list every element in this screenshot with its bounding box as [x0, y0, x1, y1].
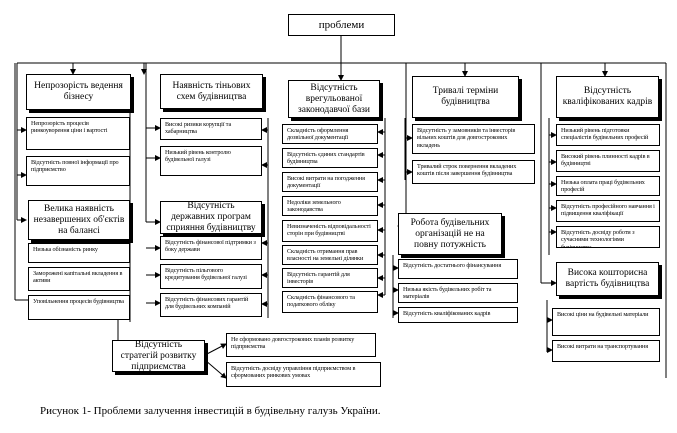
g6-item-1: Відсутність у замовників та інвесторів в…	[412, 124, 535, 154]
g8-item-1: Низький рівень підготовки спеціалістів б…	[556, 124, 660, 146]
g5-item-5: Невизначеність відповідальності сторін п…	[282, 220, 378, 242]
g1-header: Непрозорість ведення бізнесу	[26, 74, 131, 110]
g1-item-2: Відсутність повної інформації про підпри…	[26, 156, 130, 186]
g4-item-2: Відсутність пільгового кредитування буді…	[160, 264, 262, 289]
g5-item-6: Складність отримання прав власності на з…	[282, 245, 378, 265]
g3-item-2: Низький рівень контролю будівельної галу…	[160, 146, 262, 176]
g5-item-2: Відсутність єдиних стандартів будівництв…	[282, 148, 378, 168]
g6-header: Тривалі терміни будівництва	[412, 76, 519, 118]
g4-item-3: Відсутність фінансових гарантій для буді…	[160, 293, 262, 317]
g6-item-2: Тривалий строк повернення вкладених кошт…	[412, 160, 535, 184]
g8-item-2: Високий рівень плинності кадрів в будівн…	[556, 150, 660, 172]
g3-header: Наявність тіньових схем будівництва	[160, 74, 263, 109]
g5-item-8: Складність фінансового та податкового об…	[282, 291, 378, 313]
g7-item-1: Відсутність достатнього фінансування	[398, 259, 518, 279]
g5-item-1: Складність оформлення дозвільної докумен…	[282, 124, 378, 144]
g2-item-2: Заморожені капітальні вкладення в активи	[28, 267, 130, 291]
g4-item-1: Відсутність фінансової підтримки з боку …	[160, 236, 262, 260]
g8-item-4: Відсутність професійного навчання і підв…	[556, 200, 660, 222]
g7-item-2: Низька якість будівельних робіт та матер…	[398, 283, 518, 303]
g8-item-5: Відсутність досвіду роботи з сучасними т…	[556, 226, 660, 248]
g1-item-1: Непрозорість процесів ринкоуворення ціни…	[26, 117, 130, 150]
g5-item-4: Недоліки земельного законодавства	[282, 196, 378, 216]
g2-item-3: Уповільнення процесів будівництва	[28, 295, 130, 320]
g5-header: Відсутність врегульованої законодавчої б…	[288, 80, 380, 118]
g10-item-2: Відсутність досвіду управління підприємс…	[226, 362, 381, 387]
top-problems-box: проблеми	[288, 14, 395, 36]
g9-item-1: Високі ціни на будівельні матеріали	[552, 308, 660, 336]
g10-item-1: Не сформовано довгострокових планів розв…	[226, 333, 376, 357]
g10-header: Відсутність стратегій розвитку підприємс…	[112, 340, 205, 372]
g5-item-7: Відсутність гарантій для інвесторів	[282, 268, 378, 288]
g8-item-3: Низька оплата праці будівельних професій	[556, 176, 660, 196]
g7-header: Робота будівельних організацій не на пов…	[398, 213, 502, 255]
figure-caption: Рисунок 1- Проблеми залучення інвестицій…	[40, 405, 381, 417]
g4-header: Відсутність державних програм сприяння б…	[160, 201, 262, 234]
g2-item-1: Низька обізнаність ринку	[28, 243, 130, 263]
g9-item-2: Високі витрати на транспортування	[552, 340, 660, 362]
g9-header: Висока кошторисна вартість будівництва	[556, 262, 659, 296]
g8-header: Відсутність кваліфікованих кадрів	[556, 76, 659, 118]
g5-item-3: Високі витрати на погодження документаці…	[282, 172, 378, 192]
g3-item-1: Високі ризики корупції та хабарництва	[160, 118, 262, 140]
g2-header: Велика наявність незавершених об'єктів н…	[28, 200, 130, 240]
g7-item-3: Відсутність кваліфікованих кадрів	[398, 307, 518, 323]
